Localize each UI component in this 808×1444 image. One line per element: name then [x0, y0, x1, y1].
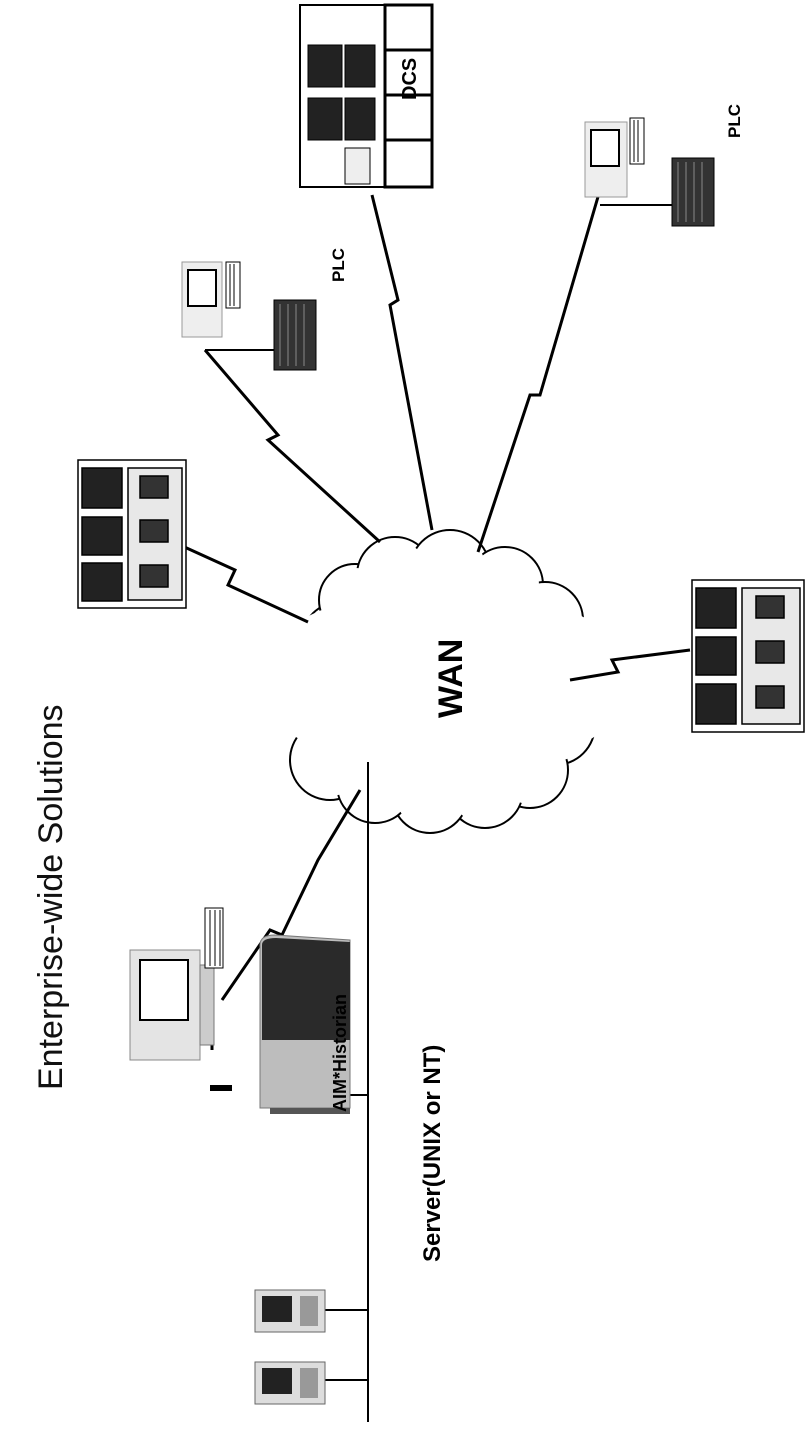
diagram-title: Enterprise-wide Solutions	[32, 704, 70, 1090]
title-group: Enterprise-wide Solutions	[32, 704, 70, 1090]
wan-cloud-inner	[294, 534, 596, 829]
dcs-cabinet-icon	[299, 3, 434, 189]
plc-rack-icon	[671, 157, 715, 227]
client-pc-icon	[254, 1289, 326, 1333]
plc-site-2: PLC	[584, 104, 744, 227]
wan-label: WAN	[432, 639, 470, 718]
plc-label-2-group: PLC	[725, 104, 744, 138]
dcs-label: DCS	[399, 58, 421, 100]
plc-label-1-group: PLC	[329, 248, 348, 282]
server-site: AIM*Historian Server(UNIX or NT)	[129, 762, 446, 1422]
link-plc2-wan	[476, 189, 602, 553]
client-pc-icon	[254, 1361, 326, 1405]
plc-site-1: PLC	[181, 248, 348, 371]
server-label: Server(UNIX or NT)	[419, 1045, 446, 1262]
dcs-label-group: DCS	[399, 58, 421, 100]
plc-rack-icon	[273, 299, 317, 371]
plc-label-1: PLC	[329, 248, 348, 282]
historian-label: AIM*Historian	[330, 994, 350, 1112]
workstation-icon	[584, 117, 645, 198]
link-dcs-wan	[370, 194, 434, 531]
historian-server-icon	[259, 934, 351, 1114]
server-workstation-icon	[129, 907, 232, 1091]
operator-console-bottom-icon	[691, 579, 805, 733]
workstation-icon	[181, 261, 241, 338]
operator-console-top-icon	[77, 459, 187, 609]
plc-label-2: PLC	[725, 104, 744, 138]
link-plc1-wan	[203, 349, 382, 544]
wan-label-group: WAN	[432, 639, 470, 718]
link-console-top-wan	[179, 543, 309, 624]
server-label-group: Server(UNIX or NT)	[419, 1045, 446, 1262]
historian-label-group: AIM*Historian	[330, 994, 350, 1112]
link-console-bottom-wan	[569, 648, 691, 682]
wan-links	[179, 189, 691, 1001]
